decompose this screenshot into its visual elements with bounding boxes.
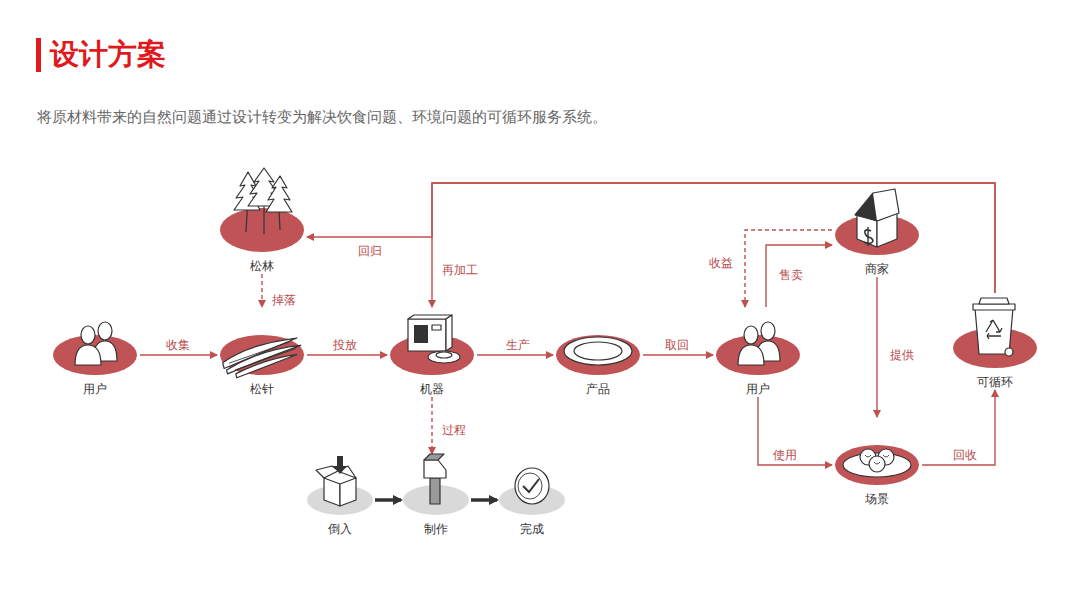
node-icon bbox=[217, 307, 307, 377]
node-label: 产品 bbox=[553, 381, 643, 397]
node-circle: 可循环 bbox=[950, 293, 1040, 390]
edge-label: 过程 bbox=[440, 422, 468, 438]
flow-arrow bbox=[766, 245, 832, 307]
node-icon bbox=[217, 168, 307, 254]
flow-arrow bbox=[140, 354, 217, 355]
node-circle: 用户 bbox=[50, 307, 140, 397]
edge-label: 使用 bbox=[771, 447, 799, 463]
node-circle: 用户 bbox=[713, 307, 803, 397]
flow-arrow bbox=[431, 397, 432, 454]
edge-label: 回归 bbox=[356, 243, 384, 259]
flow-arrow bbox=[758, 397, 832, 465]
edge-label: 售卖 bbox=[777, 267, 805, 283]
node-label: 用户 bbox=[713, 381, 803, 397]
node-label: 制作 bbox=[401, 521, 471, 537]
node-circle: 场景 bbox=[832, 417, 922, 507]
node-circle: 产品 bbox=[553, 307, 643, 397]
node-circle: 制作 bbox=[401, 454, 471, 537]
node-icon bbox=[832, 417, 922, 487]
node-icon bbox=[713, 307, 803, 377]
node-label: 场景 bbox=[832, 491, 922, 507]
flow-arrow bbox=[643, 354, 713, 355]
edge-label: 提供 bbox=[888, 347, 916, 363]
node-label: 商家 bbox=[832, 261, 922, 277]
node-icon bbox=[553, 307, 643, 377]
edge-label: 再加工 bbox=[440, 262, 480, 278]
title: 设计方案 bbox=[50, 34, 166, 74]
node-circle: 机器 bbox=[387, 307, 477, 397]
node-label: 用户 bbox=[50, 381, 140, 397]
edge-label: 生产 bbox=[504, 337, 532, 353]
node-label: 倒入 bbox=[305, 521, 375, 537]
flow-arrow bbox=[261, 274, 262, 307]
edge-label: 收益 bbox=[707, 255, 735, 271]
node-circle: 松林 bbox=[217, 168, 307, 274]
node-icon bbox=[387, 307, 477, 377]
node-circle: 商家 bbox=[832, 187, 922, 277]
flow-arrow bbox=[307, 354, 387, 355]
node-label: 松林 bbox=[217, 258, 307, 274]
node-icon bbox=[497, 454, 567, 517]
node-circle: 松针 bbox=[217, 307, 307, 397]
flow-arrow bbox=[745, 230, 832, 307]
edge-label: 回收 bbox=[951, 447, 979, 463]
node-icon bbox=[950, 293, 1040, 370]
node-icon bbox=[305, 454, 375, 517]
node-icon bbox=[832, 187, 922, 257]
node-label: 松针 bbox=[217, 381, 307, 397]
flow-arrow bbox=[471, 498, 497, 502]
node-icon bbox=[50, 307, 140, 377]
flow-arrow bbox=[876, 277, 877, 417]
edge-label: 投放 bbox=[331, 337, 359, 353]
title-bar bbox=[36, 38, 41, 72]
node-label: 完成 bbox=[497, 521, 567, 537]
caption: 将原材料带来的自然问题通过设计转变为解决饮食问题、环境问题的可循环服务系统。 bbox=[37, 106, 607, 128]
node-label: 可循环 bbox=[950, 374, 1040, 390]
flow-arrow bbox=[432, 183, 995, 307]
node-circle: 完成 bbox=[497, 454, 567, 537]
edge-label: 收集 bbox=[164, 337, 192, 353]
edge-label: 掉落 bbox=[270, 292, 298, 308]
node-circle: 倒入 bbox=[305, 454, 375, 537]
flow-arrow bbox=[922, 390, 995, 465]
node-icon bbox=[401, 454, 471, 517]
edge-label: 取回 bbox=[663, 337, 691, 353]
node-label: 机器 bbox=[387, 381, 477, 397]
flow-arrow bbox=[375, 498, 401, 502]
flow-arrow bbox=[477, 354, 553, 355]
flow-arrow bbox=[307, 183, 995, 293]
